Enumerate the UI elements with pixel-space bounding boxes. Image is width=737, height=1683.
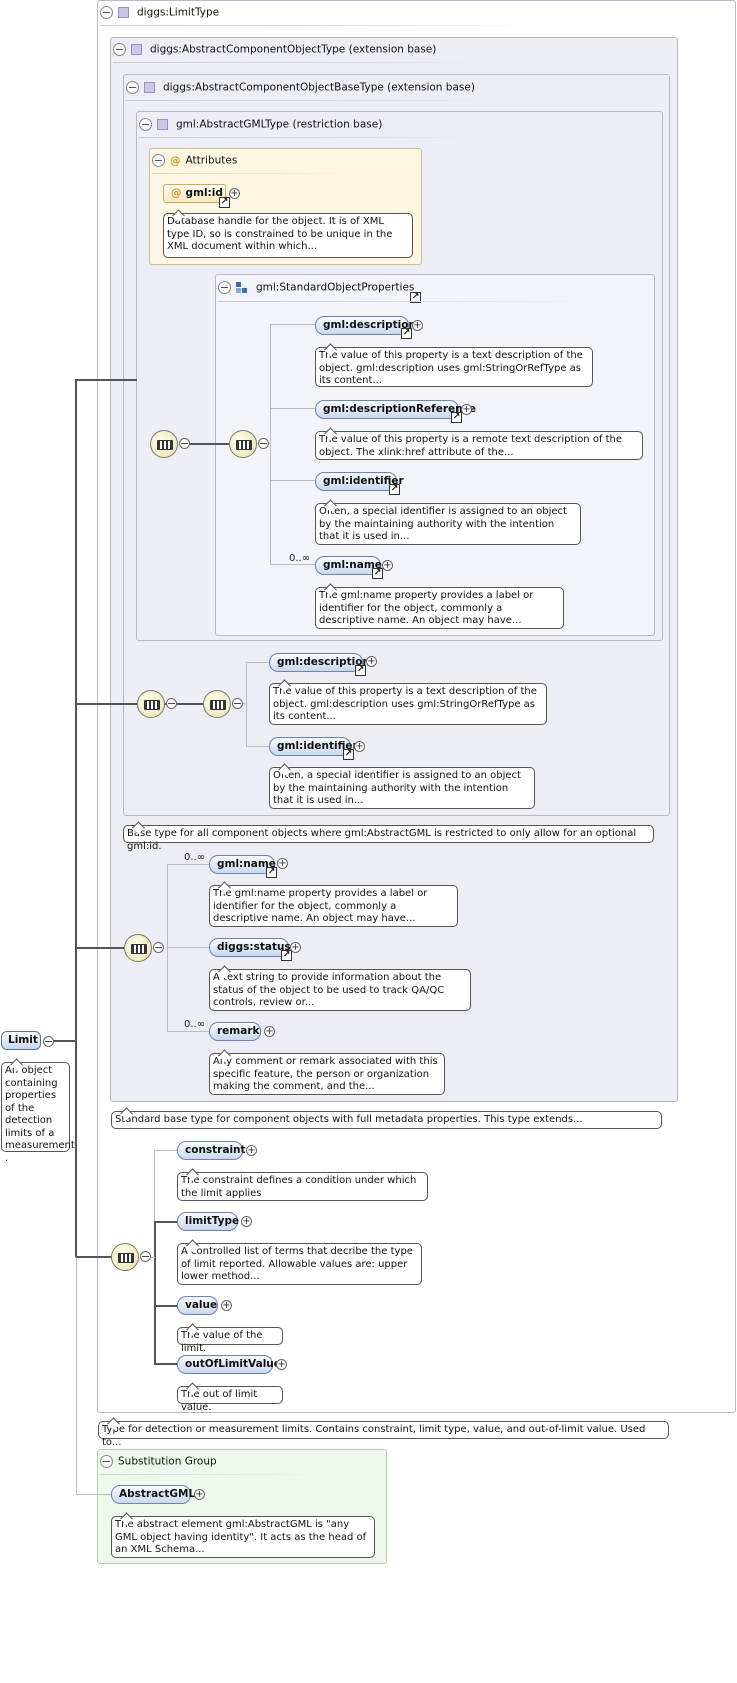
reference-arrow-icon[interactable]: ↗ [266,867,277,878]
reference-arrow-icon[interactable]: ↗ [219,197,230,208]
gml-description-reference-doc: The value of this property is a remote t… [315,431,643,460]
component-type-doc: Standard base type for component objects… [111,1111,662,1129]
expand-icon[interactable]: + [382,560,393,571]
expand-icon[interactable]: + [246,1145,257,1156]
sequence-compositor-icon[interactable] [137,690,165,718]
reference-arrow-icon[interactable]: ↗ [389,484,400,495]
reference-arrow-icon[interactable]: ↗ [410,292,421,303]
gml-id-attribute[interactable]: @gml:id [163,184,226,203]
complex-type-icon [144,82,155,93]
expand-icon[interactable]: + [277,858,288,869]
occurrence-label: 0..∞ [184,852,206,863]
limit-type-doc: Type for detection or measurement limits… [98,1421,669,1448]
gml-abstract-type-header[interactable]: −gml:AbstractGMLType (restriction base) [139,118,383,131]
diggs-status-element[interactable]: diggs:status [209,938,291,957]
abstract-gml-element[interactable]: AbstractGML [111,1485,195,1504]
collapse-icon[interactable]: − [152,154,165,167]
expand-icon[interactable]: + [229,188,240,199]
gml-name-doc: The gml:name property provides a label o… [209,885,458,927]
standard-object-properties-header[interactable]: −gml:StandardObjectProperties [218,281,415,294]
expand-icon[interactable]: + [194,1489,205,1500]
collapse-icon[interactable]: − [139,118,152,131]
remark-element[interactable]: remark [209,1022,261,1041]
collapse-icon[interactable]: − [258,437,269,450]
reference-arrow-icon[interactable]: ↗ [451,412,462,423]
abstract-gml-doc: The abstract element gml:AbstractGML is … [111,1516,375,1558]
substitution-group-header[interactable]: −Substitution Group [100,1455,217,1468]
collapse-icon[interactable]: − [153,941,164,954]
expand-icon[interactable]: + [221,1300,232,1311]
gml-name-doc: The gml:name property provides a label o… [315,587,564,629]
occurrence-label: 0..∞ [184,1019,206,1030]
limit-type-header[interactable]: −diggs:LimitType [100,6,220,19]
complex-type-icon [131,44,142,55]
reference-arrow-icon[interactable]: ↗ [401,328,412,339]
expand-icon[interactable]: + [264,1026,275,1037]
limit-type-doc: A controlled list of terms that decribe … [177,1243,422,1285]
gml-id-doc: Database handle for the object. It is of… [163,213,413,258]
constraint-doc: The constraint defines a condition under… [177,1172,428,1201]
group-icon [236,281,248,294]
reference-arrow-icon[interactable]: ↗ [343,749,354,760]
expand-icon[interactable]: + [354,741,365,752]
constraint-element[interactable]: constraint [177,1141,246,1160]
gml-name-element[interactable]: gml:name [209,855,276,874]
gml-identifier-element[interactable]: gml:identifier [315,472,404,491]
sequence-compositor-icon[interactable] [203,690,231,718]
gml-name-element[interactable]: gml:name [315,556,382,575]
collapse-icon[interactable]: − [232,697,243,710]
gml-description-element[interactable]: gml:description [315,316,416,335]
collapse-icon[interactable]: − [113,43,126,56]
value-doc: The value of the limit. [177,1327,283,1354]
expand-icon[interactable]: + [241,1216,252,1227]
sequence-compositor-icon[interactable] [111,1243,139,1271]
collapse-icon[interactable]: − [179,437,190,450]
gml-identifier-doc: Often, a special identifier is assigned … [315,503,581,545]
collapse-icon[interactable]: − [166,697,177,710]
expand-icon[interactable]: + [290,942,301,953]
expand-icon[interactable]: + [412,320,423,331]
remark-doc: Any comment or remark associated with th… [209,1053,445,1095]
base-type-doc: Base type for all component objects wher… [123,825,654,852]
component-object-base-type-header[interactable]: −diggs:AbstractComponentObjectBaseType (… [126,81,475,94]
component-object-type-header[interactable]: −diggs:AbstractComponentObjectType (exte… [113,43,437,56]
occurrence-label: 0..∞ [289,553,311,564]
reference-arrow-icon[interactable]: ↗ [372,568,383,579]
collapse-icon[interactable]: − [100,1455,113,1468]
limit-root-doc: An object containing properties of the d… [1,1062,75,1164]
attribute-at-icon: @ [170,154,181,167]
collapse-icon[interactable]: − [126,81,139,94]
attributes-header[interactable]: −@Attributes [152,154,238,167]
gml-description-doc: The value of this property is a text des… [315,347,593,387]
reference-arrow-icon[interactable]: ↗ [281,950,292,961]
out-of-limit-value-doc: The out of limit value. [177,1386,283,1413]
limit-type-element[interactable]: limitType [177,1212,239,1231]
sequence-compositor-icon[interactable] [124,934,152,962]
limit-root-element[interactable]: Limit [1,1031,41,1050]
attribute-at-icon: @ [171,187,182,199]
gml-description-reference-element[interactable]: gml:descriptionReference [315,400,476,419]
collapse-icon[interactable]: − [100,6,113,19]
collapse-icon[interactable]: − [43,1035,54,1048]
reference-arrow-icon[interactable]: ↗ [355,665,366,676]
out-of-limit-value-element[interactable]: outOfLimitValue [177,1355,281,1374]
expand-icon[interactable]: + [276,1359,287,1370]
complex-type-icon [118,7,129,18]
expand-icon[interactable]: + [461,404,472,415]
gml-description-doc: The value of this property is a text des… [269,683,547,725]
sequence-compositor-icon[interactable] [229,430,257,458]
sequence-compositor-icon[interactable] [150,430,178,458]
gml-identifier-element[interactable]: gml:identifier [269,737,358,756]
value-element[interactable]: value [177,1296,218,1315]
collapse-icon[interactable]: − [140,1250,151,1263]
gml-identifier-doc: Often, a special identifier is assigned … [269,767,535,809]
expand-icon[interactable]: + [366,656,377,667]
gml-description-element[interactable]: gml:description [269,653,370,672]
diggs-status-doc: A text string to provide information abo… [209,969,471,1011]
collapse-icon[interactable]: − [218,281,231,294]
complex-type-icon [157,119,168,130]
